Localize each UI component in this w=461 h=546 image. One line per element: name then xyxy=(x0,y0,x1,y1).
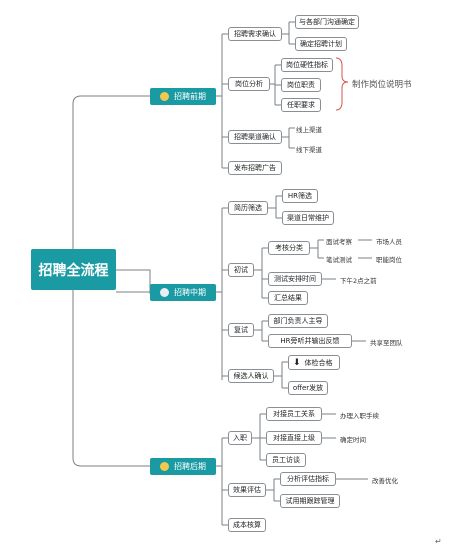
node-onboard-child: 对接员工关系 xyxy=(266,407,322,421)
node-eval-child: 试用期跟踪管理 xyxy=(280,494,340,508)
node-confirm-child: 确定招聘计划 xyxy=(295,37,347,51)
eval-note: 改善优化 xyxy=(372,477,398,485)
stage-pre: 招聘前期 xyxy=(150,88,216,105)
stage-post: 招聘后期 xyxy=(150,458,216,475)
node-ad: 发布招聘广告 xyxy=(228,161,282,175)
node-screen: 简历筛选 xyxy=(228,201,268,215)
node-onboard-child: 对接直接上级 xyxy=(266,431,322,445)
node-retest-child: HR旁听并输出反馈 xyxy=(268,334,352,348)
job-description-callout: 制作岗位说明书 xyxy=(352,80,412,90)
schedule-note: 下午2点之前 xyxy=(340,277,377,285)
share-note: 共享至团队 xyxy=(370,339,403,347)
exam-type: 笔试测试 xyxy=(326,256,352,264)
stage-badge-icon xyxy=(160,92,169,101)
node-first-interview: 初试 xyxy=(228,263,254,277)
node-onboard: 入职 xyxy=(228,431,252,445)
node-eval: 效果评估 xyxy=(228,483,266,497)
stage-badge-icon xyxy=(160,462,169,471)
onboard-note: 确定时间 xyxy=(340,436,366,444)
node-channels: 招聘渠道确认 xyxy=(228,130,282,144)
node-confirm-child: 与各部门沟通确定 xyxy=(295,15,359,29)
node-analysis-child: 任职要求 xyxy=(281,98,321,112)
node-candidate-confirm: 候选人确认 xyxy=(228,369,274,383)
node-retest: 复试 xyxy=(228,323,254,337)
node-screen-child: 渠道日常维护 xyxy=(282,211,334,225)
exam-target: 市场人员 xyxy=(376,238,402,246)
node-channel-child: 线上渠道 xyxy=(296,126,322,134)
node-cost: 成本核算 xyxy=(228,518,266,532)
node-retest-child: 部门负责人主导 xyxy=(268,314,328,328)
node-candidate-child: ⬇ 体检合格 xyxy=(288,355,340,370)
node-first-child: 汇总结果 xyxy=(268,291,308,305)
node-first-child: 测试安排时间 xyxy=(268,272,322,286)
node-screen-child: HR筛选 xyxy=(282,189,318,203)
exam-target: 职能岗位 xyxy=(376,256,402,264)
down-arrow-icon: ⬇ xyxy=(293,357,301,368)
node-first-child: 考核分类 xyxy=(268,241,310,255)
node-onboard-child: 员工访谈 xyxy=(266,453,306,467)
node-channel-child: 线下渠道 xyxy=(296,146,322,154)
node-analysis-child: 岗位职责 xyxy=(281,78,321,92)
return-mark: ↵ xyxy=(435,537,442,546)
exam-type: 面试考察 xyxy=(326,238,352,246)
root-node: 招聘全流程 xyxy=(31,249,116,290)
node-analysis-child: 岗位硬性指标 xyxy=(281,58,333,72)
node-candidate-child: offer发放 xyxy=(288,381,328,395)
onboard-note: 办理入职手续 xyxy=(340,412,379,420)
job-description-brace xyxy=(335,57,349,111)
stage-badge-icon xyxy=(160,288,169,297)
node-analysis: 岗位分析 xyxy=(228,77,270,91)
node-confirm: 招聘需求确认 xyxy=(228,27,282,41)
stage-mid: 招聘中期 xyxy=(150,284,216,301)
node-eval-child: 分析评估指标 xyxy=(280,472,336,486)
